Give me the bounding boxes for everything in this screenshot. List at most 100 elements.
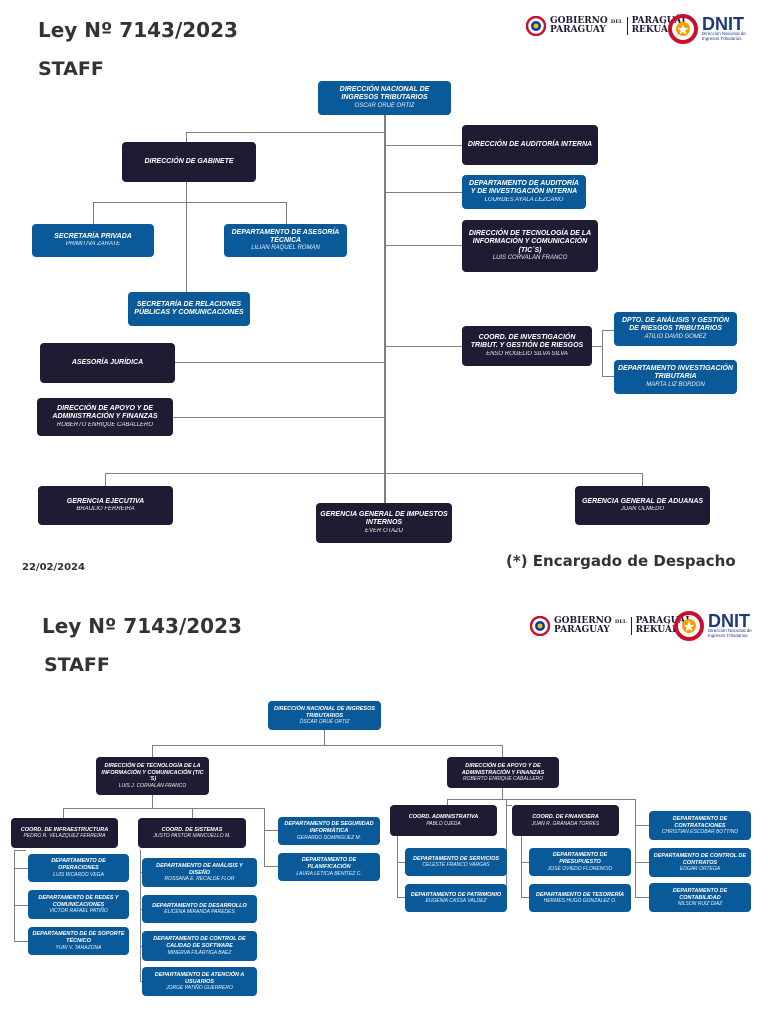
line-ger-ejecutiva	[105, 473, 106, 486]
box-title: DEPARTAMENTO DE DE SOPORTE TÉCNICO	[32, 931, 125, 944]
box-direccion-nacional[interactable]: DIRECCIÓN NACIONAL DE INGRESOS TRIBUTARI…	[318, 81, 451, 115]
box-asesoria-juridica[interactable]: ASESORÍA JURÍDICA	[40, 343, 175, 383]
box-title: DIRECCIÓN NACIONAL DE INGRESOS TRIBUTARI…	[339, 86, 430, 102]
box-title: DEPARTAMENTO DE PLANIFICACIÓN	[301, 857, 357, 870]
box-title: DEPARTAMENTO DE CONTROL DE CONTRATOS	[653, 852, 747, 866]
apoyo-mid-trunk	[506, 799, 507, 897]
box-servicios[interactable]: DEPARTAMENTO DE SERVICIOS CELESTE FRANCO…	[405, 848, 507, 876]
box-presupuesto[interactable]: DEPARTAMENTO DE PRESUPUESTO JOSÉ OVIEDO …	[529, 848, 631, 876]
line-apoyo-2	[502, 745, 503, 757]
line-calidad	[140, 946, 142, 947]
box-direccion-nacional-2[interactable]: DIRECCIÓN NACIONAL DE INGRESOS TRIBUTARI…	[268, 701, 381, 730]
box-coord-administrativa[interactable]: COORD. ADMINISTRATIVA PABLO OJEDA	[390, 805, 497, 836]
box-title: DIRECCIÓN DE TECNOLOGÍA DE LA INFORMACIÓ…	[468, 229, 592, 254]
box-seguridad-informatica[interactable]: DEPARTAMENTO DE SEGURIDAD INFORMÁTICA GE…	[278, 817, 380, 845]
paraguay-seal-icon	[526, 16, 546, 36]
box-coord-infraestructura[interactable]: COORD. DE INFRAESTRUCTURA PEDRO R. VELAZ…	[11, 818, 118, 848]
box-desarrollo[interactable]: DEPARTAMENTO DE DESARROLLO ELICENA MIRAN…	[142, 895, 257, 923]
box-title: DIRECCIÓN DE TECNOLOGÍA DE LA INFORMACIÓ…	[101, 763, 204, 783]
box-gerencia-aduanas[interactable]: GERENCIA GENERAL DE ADUANAS JUAN OLMEDO	[575, 486, 710, 525]
box-dpto-investigacion[interactable]: DEPARTAMENTO INVESTIGACIÓN TRIBUTARIA MA…	[614, 360, 737, 394]
box-title: COORD. ADMINISTRATIVA	[408, 814, 479, 821]
box-analisis-diseno[interactable]: DEPARTAMENTO DE ANÁLISIS Y DISEÑO ROSSAN…	[142, 858, 257, 887]
dnit-emblem-icon	[668, 14, 698, 44]
box-operaciones[interactable]: DEPARTAMENTO DE OPERACIONES LUIS RICARDO…	[28, 854, 129, 882]
box-person: MARTA LIZ BORDÓN	[646, 381, 705, 388]
line-contrataciones	[635, 825, 649, 826]
box-title: DEPARTAMENTO DE PATRIMONIO	[410, 891, 502, 898]
box-direccion-tics[interactable]: DIRECCIÓN DE TECNOLOGÍA DE LA INFORMACIÓ…	[462, 220, 598, 272]
box-person: ELICENA MIRANDA PAREDES	[164, 909, 235, 916]
box-title: DPTO. DE ANÁLISIS Y GESTIÓN DE RIESGOS T…	[621, 317, 730, 333]
box-title: DEPARTAMENTO DE CONTABILIDAD	[672, 887, 728, 901]
box-person: CELESTE FRANCO VARGAS	[422, 862, 490, 869]
box-title: ASESORÍA JURÍDICA	[71, 358, 144, 366]
box-person: MINERVA FILÁRTIGA BAEZ	[167, 949, 232, 956]
box-title: GERENCIA GENERAL DE ADUANAS	[581, 497, 704, 505]
box-gerencia-impuestos[interactable]: GERENCIA GENERAL DE IMPUESTOS INTERNOS E…	[316, 503, 452, 543]
box-person: ATILIO DAVID GÓMEZ	[644, 333, 707, 340]
staff-title-2: STAFF	[44, 654, 110, 676]
box-title: DEPARTAMENTO DE REDES Y COMUNICACIONES	[38, 894, 119, 908]
box-title: COORD. DE INVESTIGACIÓN TRIBUT. Y GESTIÓ…	[470, 334, 584, 350]
box-dpto-analisis-riesgos[interactable]: DPTO. DE ANÁLISIS Y GESTIÓN DE RIESGOS T…	[614, 312, 737, 346]
box-title: DEPARTAMENTO DE CONTROL DE CALIDAD DE SO…	[153, 936, 246, 949]
box-person: EVER OTAZU	[365, 527, 403, 534]
box-title: DEPARTAMENTO DE SERVICIOS	[412, 855, 500, 862]
gabinete-branch	[93, 202, 286, 203]
box-relaciones-publicas[interactable]: SECRETARÍA DE RELACIONES PÚBLICAS Y COMU…	[128, 292, 250, 326]
box-asesoria-tecnica[interactable]: DEPARTAMENTO DE ASESORÍA TÉCNICA LILIAN …	[224, 224, 347, 257]
box-tesoreria[interactable]: DEPARTAMENTO DE TESORERÍA HERMES HUGO GO…	[529, 884, 631, 912]
box-patrimonio[interactable]: DEPARTAMENTO DE PATRIMONIO EUGENIA CASSA…	[405, 884, 507, 912]
box-direccion-apoyo[interactable]: DIRECCIÓN DE APOYO Y DE ADMINISTRACIÓN Y…	[37, 398, 173, 436]
line-auditoria	[385, 145, 463, 146]
box-coord-sistemas[interactable]: COORD. DE SISTEMAS JUSTO PASTOR MANCUELL…	[138, 818, 246, 848]
box-direccion-gabinete[interactable]: DIRECCIÓN DE GABINETE	[122, 142, 256, 182]
box-contabilidad[interactable]: DEPARTAMENTO DE CONTABILIDAD NILSON RUIZ…	[649, 883, 751, 912]
box-person: ROBERTO ENRIQUE CABALLERO	[56, 421, 154, 428]
box-person: EUGENIA CASSA VALDEZ	[425, 898, 487, 905]
line-seguridad	[264, 830, 278, 831]
box-planificacion[interactable]: DEPARTAMENTO DE PLANIFICACIÓN LAURA LETI…	[278, 853, 380, 881]
box-direccion-apoyo-2[interactable]: DIRECCIÓN DE APOYO Y DE ADMINISTRACIÓN Y…	[447, 757, 559, 788]
box-secretaria-privada[interactable]: SECRETARÍA PRIVADA PRIMITIVA ZARATE	[32, 224, 154, 257]
box-atencion-usuarios[interactable]: DEPARTAMENTO DE ATENCIÓN A USUARIOS JORG…	[142, 967, 257, 996]
paraguay-seal-icon	[530, 616, 550, 636]
box-redes-comunicaciones[interactable]: DEPARTAMENTO DE REDES Y COMUNICACIONES V…	[28, 890, 129, 919]
line-operaciones	[14, 868, 28, 869]
box-title: COORD. DE INFRAESTRUCTURA	[20, 826, 109, 833]
line-presupuesto	[521, 862, 529, 863]
box-control-contratos[interactable]: DEPARTAMENTO DE CONTROL DE CONTRATOS EDG…	[649, 848, 751, 877]
box-person: ROBERTO ENRIQUE CABALLERO	[462, 776, 544, 783]
rekuai-text: REKUÁI	[635, 625, 677, 635]
box-gerencia-ejecutiva[interactable]: GERENCIA EJECUTIVA BRAULIO FERREIRA	[38, 486, 173, 525]
dnit-subtitle-1: Dirección Nacional de	[708, 628, 752, 634]
gabinete-trunk	[186, 132, 187, 292]
line-desarrollo	[140, 909, 142, 910]
box-person: JUSTO PASTOR MANCUELLO M.	[153, 833, 231, 840]
box-person: PEDRO R. VELAZQUEZ FERREIRA	[23, 833, 106, 840]
line-dpto-inv	[602, 376, 614, 377]
box-title: DEPARTAMENTO DE ASESORÍA TÉCNICA	[231, 228, 340, 244]
box-direccion-tics-2[interactable]: DIRECCIÓN DE TECNOLOGÍA DE LA INFORMACIÓ…	[96, 757, 209, 795]
coord-inv-branch	[602, 330, 603, 376]
line-asesoria	[286, 202, 287, 224]
sistemas-trunk	[140, 850, 141, 982]
gov-line1: GOBIERNO	[550, 16, 608, 27]
box-contrataciones[interactable]: DEPARTAMENTO DE CONTRATACIONES CHRISTIAN…	[649, 811, 751, 840]
box-title: DEPARTAMENTO DE ANÁLISIS Y DISEÑO	[156, 862, 243, 876]
line-coord-inv-out	[592, 346, 602, 347]
box-coord-financiera[interactable]: COORD. DE FINANCIERA JUAN R. GRANADA TOR…	[512, 805, 619, 836]
line-juridica	[175, 362, 385, 363]
box-soporte-tecnico[interactable]: DEPARTAMENTO DE DE SOPORTE TÉCNICO YURI …	[28, 927, 129, 955]
box-person: VICTOR RAFAEL PATIÑO	[49, 908, 108, 915]
box-control-calidad[interactable]: DEPARTAMENTO DE CONTROL DE CALIDAD DE SO…	[142, 931, 257, 961]
box-person: BRAULIO FERREIRA	[76, 506, 135, 513]
box-auditoria-interna[interactable]: DIRECCIÓN DE AUDITORÍA INTERNA	[462, 125, 598, 165]
box-departamento-auditoria[interactable]: DEPARTAMENTO DE AUDITORÍA Y DE INVESTIGA…	[462, 175, 586, 209]
box-person: PABLO OJEDA	[426, 820, 461, 827]
box-person: JUAN OLMEDO	[620, 506, 665, 513]
line-analisis	[140, 872, 142, 873]
box-coord-investigacion[interactable]: COORD. DE INVESTIGACIÓN TRIBUT. Y GESTIÓ…	[462, 326, 592, 366]
line-contabilidad	[635, 897, 649, 898]
